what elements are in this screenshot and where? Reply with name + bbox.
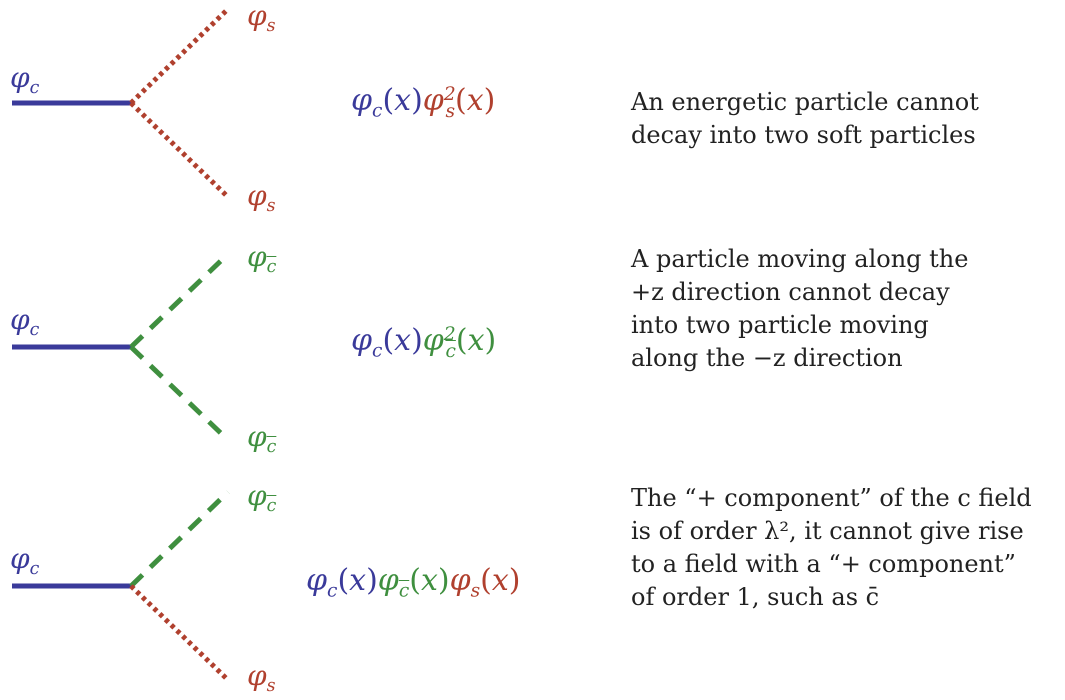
row3-lower-soft-line [129,584,230,682]
row3-description-line: to a field with a “+ component” [631,550,1016,578]
row3-description: The “+ component” of the c field is of o… [631,482,1061,614]
row1-incoming-label: φc [10,61,40,99]
row2-description-line: into two particle moving [631,311,929,339]
row2-upper-label: φc [247,240,277,278]
row3-description-line: of order 1, such as c̄ [631,583,880,611]
row1-upper-soft-line [129,7,230,105]
row2-incoming-label: φc [10,303,40,341]
row1-lower-soft-line [129,101,230,199]
row1-description: An energetic particle cannot decay into … [631,86,1061,152]
row2-lower-label: φc [247,420,277,458]
row3-expression: φc(x)φc(x)φs(x) [306,563,521,602]
row2-description-line: +z direction cannot decay [631,278,950,306]
row3-description-line: is of order λ², it cannot give rise [631,517,1024,545]
row2-description: A particle moving along the +z direction… [631,243,1061,375]
row3-upper-label: φc [247,479,277,517]
row3-lower-label: φs [247,659,276,697]
row3-description-line: The “+ component” of the c field [631,484,1032,512]
row3-upper-anticollinear-line [129,490,230,588]
row1-upper-label: φs [247,0,276,37]
row1-expression: φc(x)φ2s(x) [351,83,496,122]
row2-description-line: along the −z direction [631,344,903,372]
row2-upper-anticollinear-line [129,252,230,349]
row1-lower-label: φs [247,179,276,217]
row2-description-line: A particle moving along the [631,245,969,273]
row1-description-line: decay into two soft particles [631,121,976,149]
row3-incoming-label: φc [10,542,40,580]
row2-expression: φc(x)φ2c(x) [351,323,497,362]
row1-description-line: An energetic particle cannot [631,88,979,116]
row2-lower-anticollinear-line [129,345,230,442]
